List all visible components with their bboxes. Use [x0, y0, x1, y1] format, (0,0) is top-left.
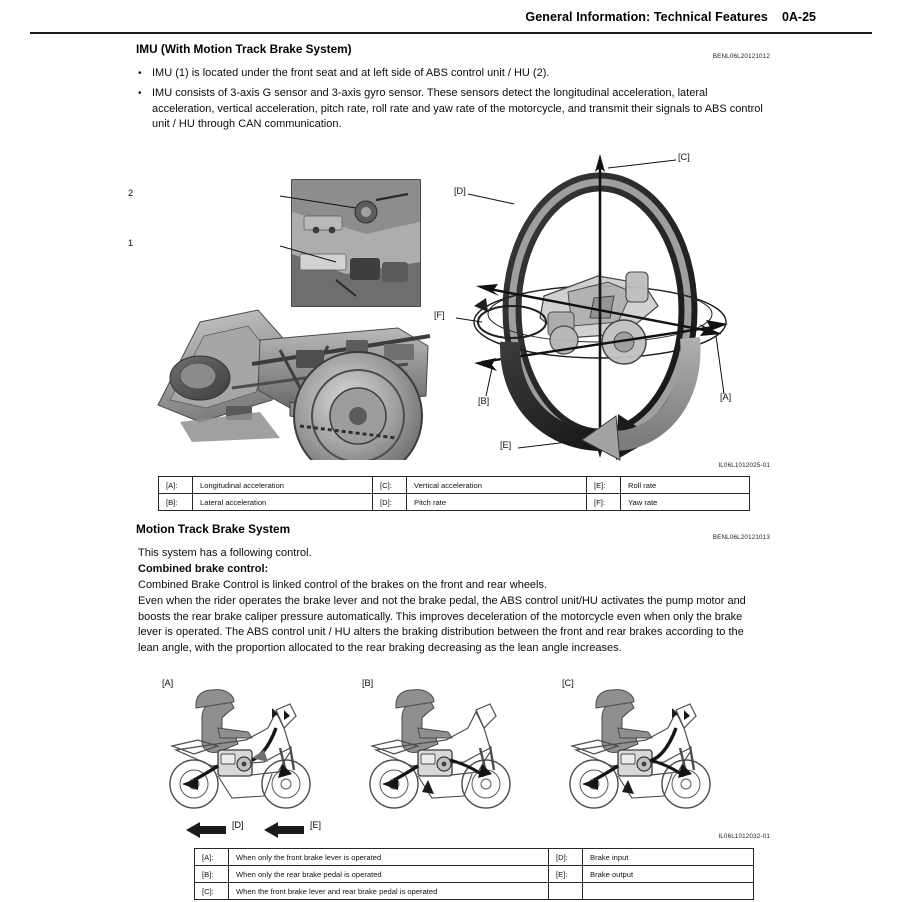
axis-label-b: [B] [478, 396, 490, 406]
figure-ref-imu: IL06L1012025-01 [718, 462, 770, 469]
legend-value: Brake input [582, 848, 754, 866]
arrow-label-e: [E] [310, 820, 322, 830]
rider-label-a: [A] [162, 678, 174, 688]
table-row: [B]: When only the rear brake pedal is o… [194, 865, 754, 883]
legend-key: [E]: [548, 865, 583, 883]
bullet-dot: • [138, 68, 142, 79]
axis-label-a: [A] [720, 392, 732, 402]
callout-1-label: 1 [128, 238, 134, 248]
page-header: General Information: Technical Features … [0, 10, 902, 36]
section-heading-imu: IMU (With Motion Track Brake System) [136, 42, 352, 56]
brake-output-arrow-icon [264, 822, 304, 838]
bullet-dot: • [138, 88, 142, 99]
rider-label-c: [C] [562, 678, 574, 688]
legend-key: [B]: [158, 493, 193, 511]
section-heading-mtbs: Motion Track Brake System [136, 522, 291, 536]
figure-ref-mtbs: IL06L1012032-01 [718, 833, 770, 840]
arrow-label-d: [D] [232, 820, 244, 830]
arrow-key-row: [D] [E] [186, 820, 386, 840]
legend-value: When only the front brake lever is opera… [228, 848, 549, 866]
table-row: [A]: Longitudinal acceleration [C]: Vert… [158, 476, 750, 494]
legend-key: [A]: [194, 848, 229, 866]
bullet-text: IMU (1) is located under the front seat … [152, 67, 550, 79]
legend-key: [E]: [586, 476, 621, 494]
legend-value: Lateral acceleration [192, 493, 373, 511]
legend-key-empty [548, 882, 583, 900]
mtbs-paragraph-1: Combined Brake Control is linked control… [138, 579, 548, 591]
table-row: [B]: Lateral acceleration [D]: Pitch rat… [158, 493, 750, 511]
ref-code-mtbs: BENL06L20121013 [712, 534, 770, 541]
ref-code-imu: BENL06L20121012 [712, 53, 770, 60]
brake-input-arrow-icon [186, 822, 226, 838]
legend-value: Roll rate [620, 476, 750, 494]
axis-label-e: [E] [500, 440, 512, 450]
figure-combined-brake-cases: [A] [B] [C] [158, 678, 758, 812]
legend-key: [D]: [548, 848, 583, 866]
legend-value: Pitch rate [406, 493, 587, 511]
imu-location-illustration [157, 179, 431, 460]
axis-label-f: [F] [434, 310, 445, 320]
table-row: [C]: When the front brake lever and rear… [194, 882, 754, 900]
legend-key: [C]: [194, 882, 229, 900]
three-axis-diagram [455, 154, 728, 461]
legend-value: When the front brake lever and rear brak… [228, 882, 549, 900]
rider-illustrations [168, 688, 712, 810]
header-title: General Information: Technical Features [525, 10, 768, 24]
mtbs-intro: This system has a following control. [138, 547, 312, 559]
mtbs-subheading: Combined brake control: [138, 563, 269, 575]
legend-key: [A]: [158, 476, 193, 494]
legend-value: When only the rear brake pedal is operat… [228, 865, 549, 883]
bullet-imu-2: • IMU consists of 3-axis G sensor and 3-… [138, 86, 763, 133]
legend-key: [C]: [372, 476, 407, 494]
legend-value: Longitudinal acceleration [192, 476, 373, 494]
bullet-text: IMU consists of 3-axis G sensor and 3-ax… [152, 87, 763, 131]
mtbs-paragraph-2: Even when the rider operates the brake l… [138, 595, 746, 654]
legend-key: [F]: [586, 493, 621, 511]
legend-value: Brake output [582, 865, 754, 883]
axis-label-d: [D] [454, 186, 466, 196]
bullet-imu-1: • IMU (1) is located under the front sea… [138, 66, 763, 82]
header-rule [30, 32, 872, 34]
legend-key: [B]: [194, 865, 229, 883]
legend-table-brake-cases: [A]: When only the front brake lever is … [194, 848, 754, 900]
callout-2-label: 2 [128, 188, 134, 198]
axis-label-c: [C] [678, 152, 690, 162]
header-page-number: 0A-25 [781, 10, 816, 24]
legend-table-axes: [A]: Longitudinal acceleration [C]: Vert… [158, 476, 750, 511]
legend-value: Vertical acceleration [406, 476, 587, 494]
rider-label-b: [B] [362, 678, 374, 688]
legend-value: Yaw rate [620, 493, 750, 511]
legend-value-empty [582, 882, 754, 900]
figure-imu-location: 2 1 [128, 150, 440, 460]
table-row: [A]: When only the front brake lever is … [194, 848, 754, 866]
figure-imu-axes: [C] [D] [F] [B] [A] [E] [434, 146, 748, 462]
legend-key: [D]: [372, 493, 407, 511]
